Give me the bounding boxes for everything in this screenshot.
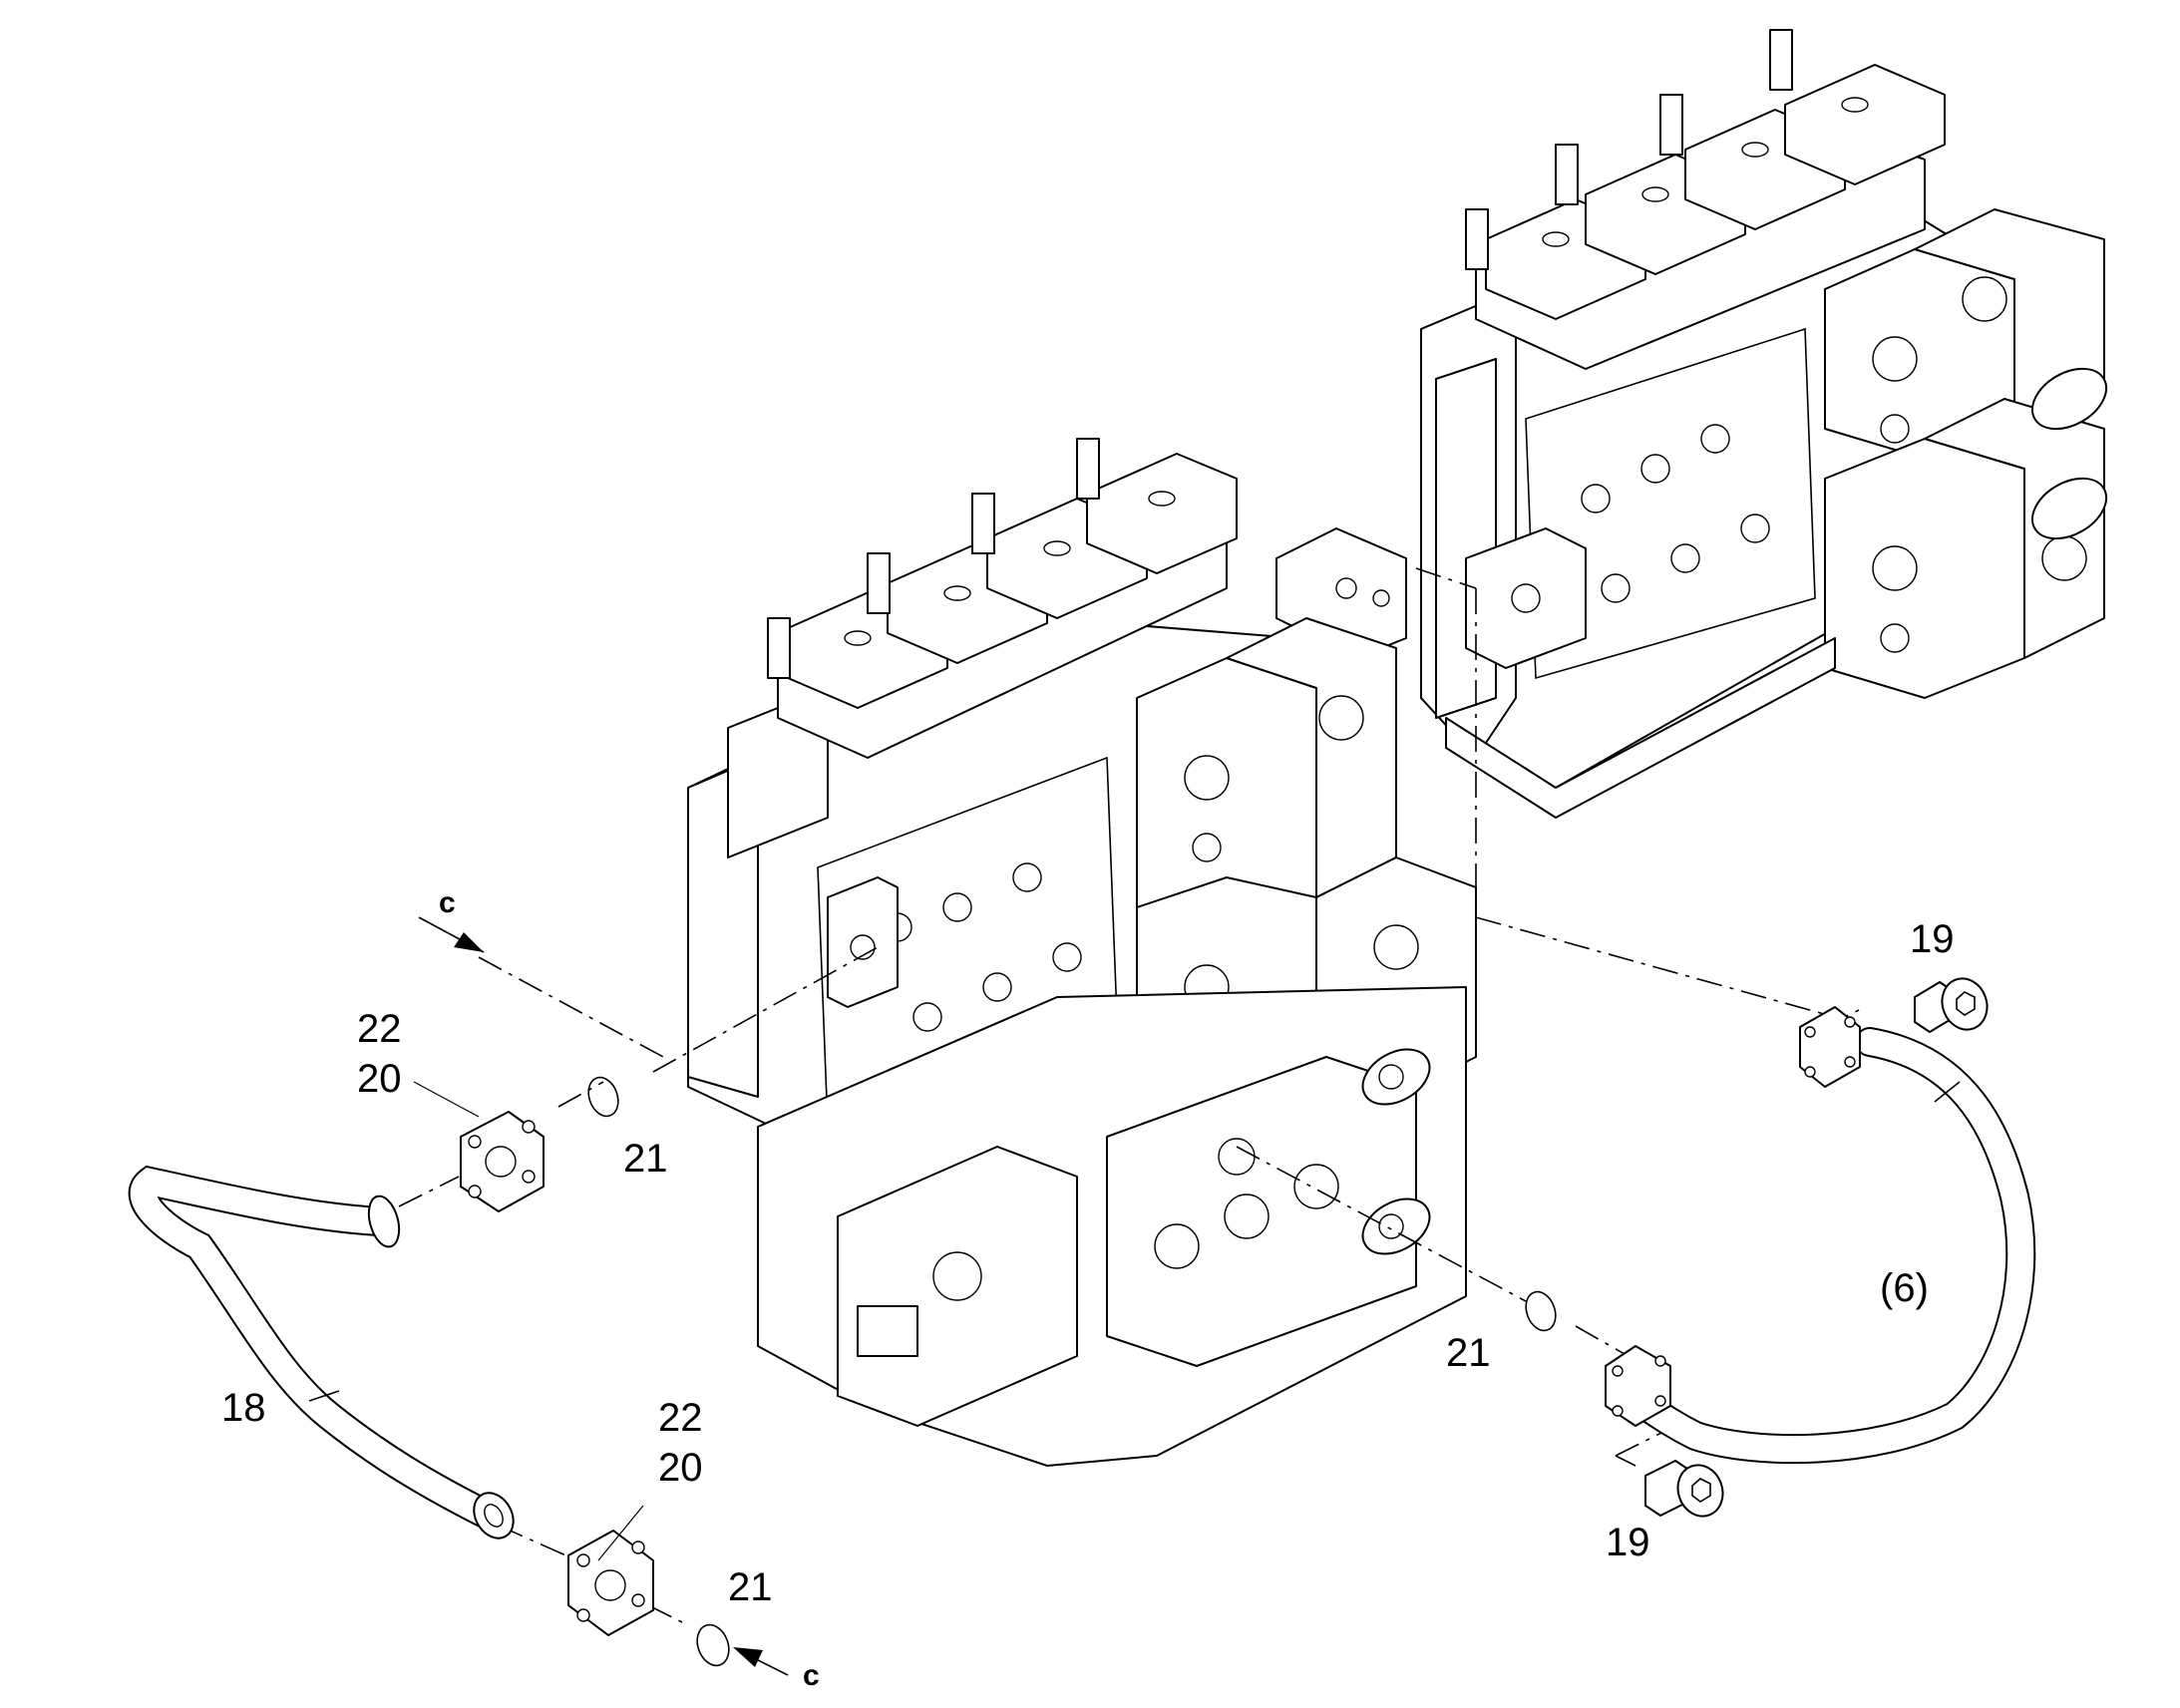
view-arrow-c-top (418, 916, 485, 953)
callout-22-left-top: 22 (357, 1007, 402, 1051)
flange-left-bottom (567, 1530, 654, 1636)
hose-6 (1631, 1027, 2036, 1465)
view-label-c-top: c (439, 886, 456, 919)
leader-lines (413, 1081, 644, 1561)
callout-19-bottom: 19 (1606, 1521, 1650, 1564)
front-control-valve-block (687, 438, 1477, 1467)
screw-19-top (1914, 977, 1989, 1033)
view-label-c-bottom: c (803, 1659, 820, 1692)
callout-20-left-bottom: 20 (658, 1446, 703, 1490)
callout-18: 18 (221, 1386, 266, 1430)
flange-right-bottom (1605, 1345, 1671, 1427)
callout-19-top: 19 (1910, 917, 1955, 961)
callout-20-left-top: 20 (357, 1057, 402, 1101)
callout-labels: 22 20 21 18 22 20 21 19 (6) 21 19 c c (221, 886, 1955, 1692)
rear-control-valve-block (1420, 29, 2107, 819)
screw-19-bottom (1644, 1460, 1724, 1518)
o-ring-left-top (587, 1076, 619, 1118)
o-ring-right (1525, 1290, 1557, 1332)
callout-21-right: 21 (1446, 1331, 1491, 1375)
callout-21-left-bottom: 21 (728, 1565, 773, 1609)
o-ring-left-bottom (696, 1623, 730, 1667)
callout-6: (6) (1880, 1266, 1929, 1310)
flange-left-top (460, 1111, 545, 1212)
callout-21-left-top: 21 (623, 1137, 668, 1181)
callout-22-left-bottom: 22 (658, 1396, 703, 1440)
view-arrow-c-bottom (733, 1647, 789, 1676)
hose-18 (128, 1165, 515, 1539)
flange-right-top (1799, 1006, 1861, 1088)
